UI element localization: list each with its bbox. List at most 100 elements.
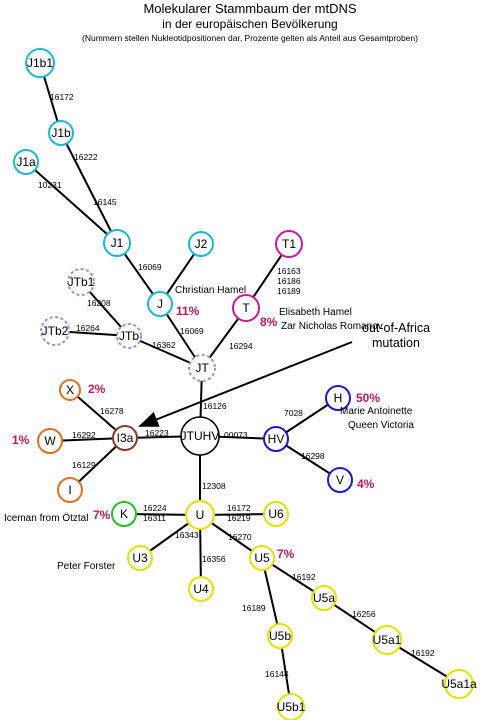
node-v: V (327, 467, 353, 493)
node-circle (111, 501, 137, 527)
edge-label: 16192 (292, 572, 316, 582)
edge-label: 16362 (152, 340, 176, 350)
percent-label-j: 11% (176, 304, 200, 318)
edge-label: 16222 (74, 152, 98, 162)
node-label: T1 (282, 237, 296, 251)
edge-label: 16172 (50, 92, 74, 102)
edge-label: 16256 (352, 609, 376, 619)
percent-layer: 11%8%2%1%7%50%4%7% (12, 304, 380, 561)
node-circle (249, 545, 275, 571)
percent-label-v: 4% (357, 477, 375, 491)
node-label: U5a1 (373, 633, 402, 647)
node-circle (277, 693, 305, 720)
node-u4: U4 (188, 576, 214, 602)
node-u: U (185, 500, 215, 530)
annotation-marie-antoinette: Marie Antoinette (340, 406, 413, 417)
annotation-elisabeth-hamel: Elisabeth Hamel (279, 307, 352, 318)
annotation-out-of-africa: out-of-Africa (362, 321, 430, 335)
node-jtb1: JTb1 (67, 268, 95, 296)
node-j1a: J1a (13, 149, 39, 175)
node-label: I (68, 483, 71, 497)
edge-label: 7028 (284, 408, 303, 418)
node-circle (263, 426, 289, 452)
edge-label: 16069 (180, 326, 204, 336)
node-circle (59, 379, 81, 401)
edge-label: 16186 (277, 276, 301, 286)
node-i3a: I3a (112, 425, 138, 451)
edge-label: 10231 (38, 180, 62, 190)
node-j1b: J1b (48, 120, 74, 146)
node-label: U5b (269, 629, 291, 643)
edge-label: 16172 (227, 503, 251, 513)
edge-label: 00073 (224, 430, 248, 440)
percent-label-h: 50% (356, 391, 380, 405)
annotation-christian-hamel: Christian Hamel (175, 285, 246, 296)
node-label: J2 (195, 237, 208, 251)
annotation-queen-victoria: Queen Victoria (348, 420, 414, 431)
percent-label-t: 8% (260, 315, 278, 329)
edge-label: 16129 (72, 460, 96, 470)
node-circle (127, 545, 153, 571)
edge-label: 16270 (228, 532, 252, 542)
node-u5a: U5a (311, 585, 337, 611)
edge-label: 16208 (87, 298, 111, 308)
node-h: H (325, 385, 351, 411)
node-label: JTb2 (42, 324, 69, 338)
title-line-2: in der europäischen Bevölkerung (162, 17, 337, 31)
edge-u5-u5b (261, 557, 281, 637)
node-u5b: U5b (267, 623, 293, 649)
node-label: J1b (51, 126, 71, 140)
node-jtb2: JTb2 (40, 316, 70, 346)
edge-label: 16311 (143, 513, 166, 523)
node-label: JTb (119, 329, 139, 343)
node-j2: J2 (188, 231, 214, 257)
node-circle (180, 416, 220, 456)
percent-label-u5: 7% (277, 547, 295, 561)
annotation-peter-forster: Peter Forster (57, 561, 116, 572)
node-label: U5 (254, 551, 270, 565)
node-w: W (37, 428, 63, 454)
edge-label: 16069 (138, 262, 162, 272)
node-i: I (57, 477, 83, 503)
percent-label-k: 7% (93, 508, 111, 522)
node-label: J1b1 (27, 56, 53, 70)
node-u5b1: U5b1 (277, 693, 306, 720)
node-label: U6 (268, 507, 284, 521)
edge-label: 16294 (229, 341, 253, 351)
node-jt: JT (188, 354, 216, 382)
edge-label: 16292 (72, 430, 96, 440)
node-t1: T1 (275, 230, 303, 258)
node-j: J (147, 291, 173, 317)
edge-label: 16224 (143, 503, 167, 513)
out-of-africa-arrow (138, 341, 353, 427)
edge-label: 16144 (265, 669, 289, 679)
node-circle (25, 48, 55, 78)
node-label: K (120, 507, 128, 521)
node-circle (188, 231, 214, 257)
node-circle (311, 585, 337, 611)
node-circle (185, 500, 215, 530)
node-hv: HV (263, 426, 289, 452)
node-label: U5a (313, 591, 335, 605)
node-t: T (232, 294, 260, 322)
node-circle (112, 425, 138, 451)
node-j1b1: J1b1 (25, 48, 55, 78)
node-j1: J1 (103, 229, 131, 257)
node-label: V (336, 473, 344, 487)
edge-label: 16343 (175, 530, 199, 540)
edge-label: 16192 (411, 648, 435, 658)
node-circle (67, 268, 95, 296)
node-label: HV (268, 432, 285, 446)
node-label: U5a1a (441, 677, 477, 691)
node-jtuhv: JTUHV (180, 416, 220, 456)
node-u5a1: U5a1 (372, 625, 402, 655)
node-label: X (66, 383, 74, 397)
node-circle (327, 467, 353, 493)
annotation-mutation: mutation (372, 336, 420, 350)
node-label: J1 (111, 236, 124, 250)
edge-label: 16189 (277, 286, 301, 296)
node-label: J (157, 297, 163, 311)
node-circle (40, 316, 70, 346)
